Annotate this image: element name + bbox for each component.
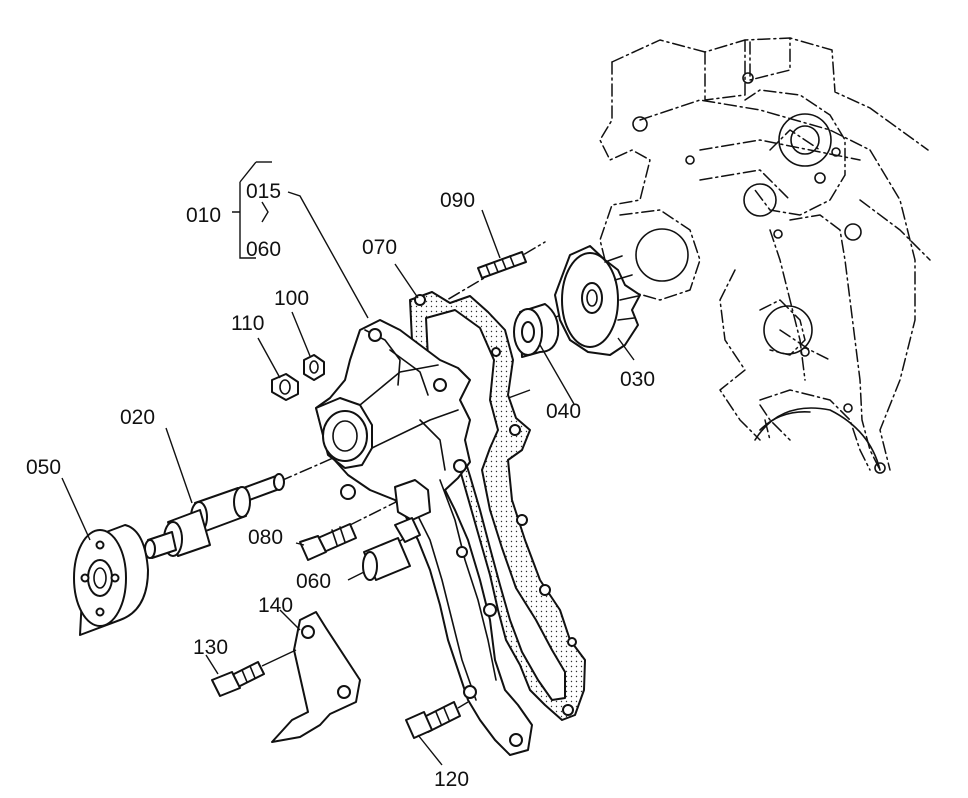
callout-030: 030 bbox=[620, 368, 655, 391]
callout-050: 050 bbox=[26, 456, 61, 479]
washer-110 bbox=[271, 373, 299, 401]
callout-100: 100 bbox=[274, 287, 309, 310]
callout-080: 080 bbox=[248, 526, 283, 549]
callout-015: 015 bbox=[246, 180, 281, 203]
pipe-fitting-060 bbox=[362, 517, 421, 581]
callout-leaders bbox=[61, 161, 635, 766]
callout-010: 010 bbox=[186, 204, 221, 227]
bolt-120 bbox=[405, 701, 469, 739]
mechanical-seal-040 bbox=[513, 303, 560, 358]
pump-body-015 bbox=[315, 319, 533, 756]
callout-090: 090 bbox=[440, 189, 475, 212]
bolt-080 bbox=[299, 523, 357, 561]
impeller-030 bbox=[554, 245, 641, 356]
bearing-shaft-020 bbox=[144, 473, 285, 559]
callout-070: 070 bbox=[362, 236, 397, 259]
bracket-140 bbox=[271, 611, 361, 743]
engine-block-outline bbox=[599, 37, 931, 474]
block-water-passage bbox=[635, 228, 689, 282]
callout-040: 040 bbox=[546, 400, 581, 423]
callout-110: 110 bbox=[231, 312, 264, 335]
callout-020: 020 bbox=[120, 406, 155, 429]
block-bore bbox=[778, 113, 832, 167]
callout-130: 130 bbox=[193, 636, 228, 659]
stud-bolt-090 bbox=[477, 251, 527, 279]
nut-100 bbox=[303, 354, 325, 381]
callout-060-upper: 060 bbox=[246, 238, 281, 261]
callout-labels: 010 015 060 090 070 100 110 020 030 040 … bbox=[26, 180, 655, 791]
pulley-flange-050 bbox=[73, 524, 149, 636]
callout-120: 120 bbox=[434, 768, 469, 791]
bolt-130 bbox=[211, 649, 297, 697]
callout-140: 140 bbox=[258, 594, 293, 617]
callout-060-lower: 060 bbox=[296, 570, 331, 593]
